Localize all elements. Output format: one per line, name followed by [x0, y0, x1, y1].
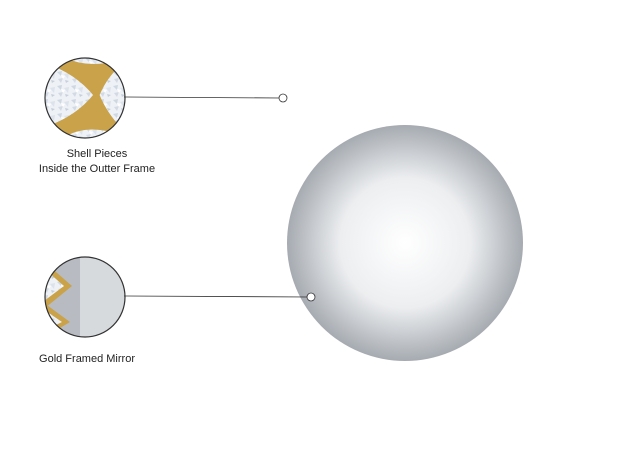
- shell-callout-line: [123, 96, 281, 99]
- mirror-detail-zoom: [44, 256, 126, 338]
- mirror-callout-dot: [306, 292, 316, 302]
- mirror-callout-line: [123, 295, 309, 298]
- gold-caption-label: Gold Framed Mirror: [39, 353, 135, 365]
- gold-framed-mirror: [287, 125, 523, 361]
- gold-mirror-caption: Gold Framed Mirror: [12, 352, 162, 367]
- shell-pieces-caption: Shell Pieces Inside the Outter Frame: [12, 147, 182, 177]
- shell-callout-dot: [278, 93, 288, 103]
- mirror-glass: [287, 125, 523, 361]
- shell-caption-line1: Shell Pieces: [66, 148, 128, 160]
- shell-caption-line2: Inside the Outter Frame: [38, 163, 156, 175]
- shell-detail-zoom: [44, 57, 126, 139]
